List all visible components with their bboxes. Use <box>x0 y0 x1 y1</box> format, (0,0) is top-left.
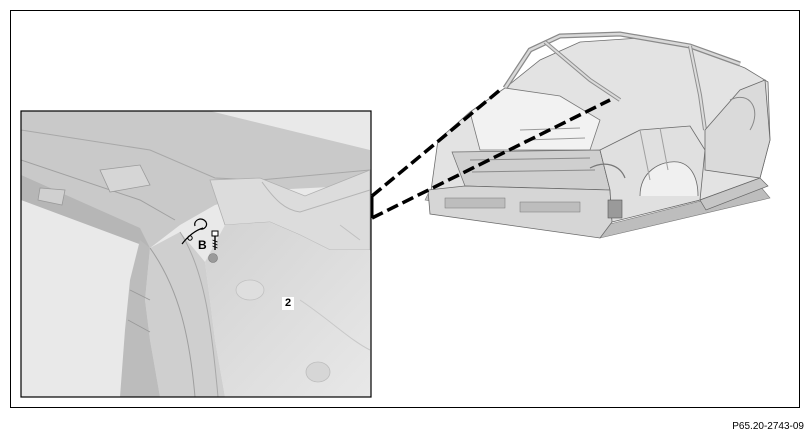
fastener-clip-icon <box>181 218 208 245</box>
screw-icon <box>208 230 219 263</box>
car-body-shell <box>424 31 771 239</box>
zoom-pointer-lines <box>370 88 611 220</box>
part-number-label: 2 <box>282 297 295 310</box>
figure-code: P65.20-2743-09 <box>732 421 804 432</box>
callout-b-label: B <box>198 238 207 252</box>
zoom-panel-border <box>20 110 372 398</box>
detail-zoom-panel <box>21 111 371 397</box>
